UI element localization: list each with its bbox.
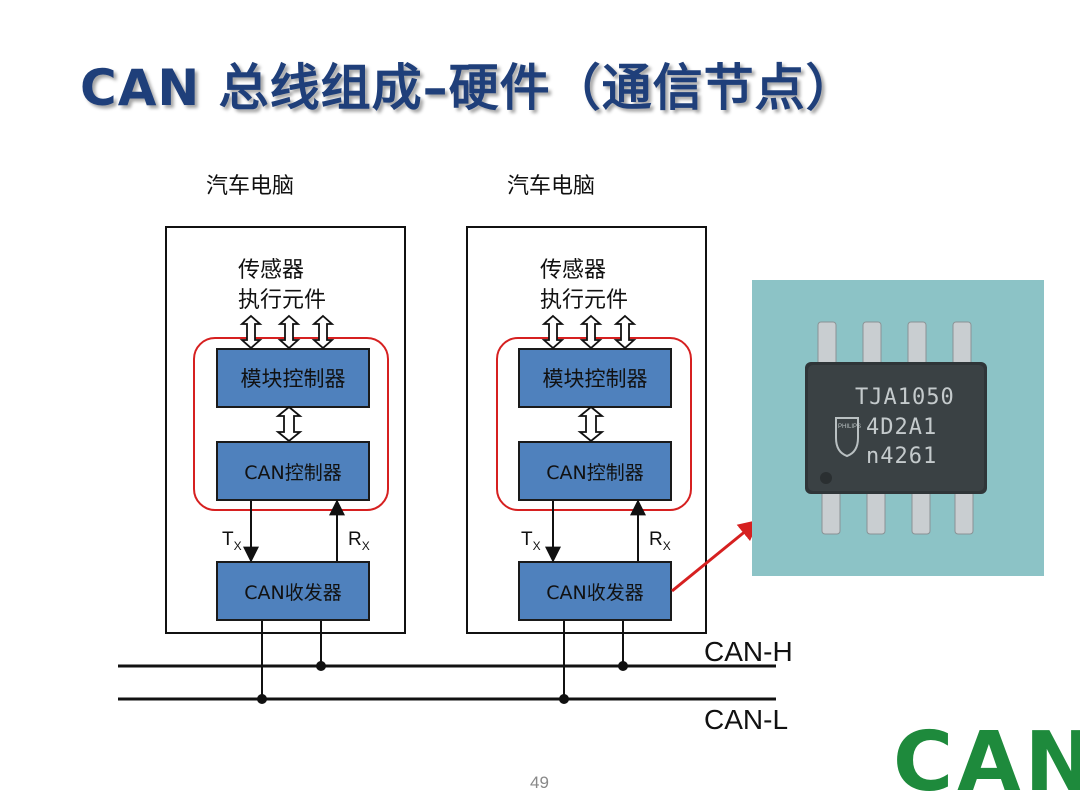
can-controller-label-2: CAN控制器 <box>546 461 644 484</box>
slide-title: CAN 总线组成–硬件（通信节点） <box>80 59 857 117</box>
sensors-label-1: 传感器 <box>238 258 305 283</box>
chip-photo: PHILIPS TJA1050 4D2A1 n4261 <box>752 280 1044 576</box>
module-can-arrow-2 <box>577 405 605 443</box>
rx-label-1: RX <box>348 529 370 553</box>
io-arrows-2 <box>541 314 637 350</box>
can-logo: CAN <box>893 715 1080 810</box>
can-transceiver-block-2: CAN收发器 <box>518 561 672 621</box>
can-controller-block-1: CAN控制器 <box>216 441 370 501</box>
can-controller-label-1: CAN控制器 <box>244 461 342 484</box>
ecu-label-2: 汽车电脑 <box>507 174 596 199</box>
can-transceiver-label-2: CAN收发器 <box>546 581 644 604</box>
actuators-label-2: 执行元件 <box>540 288 629 313</box>
io-arrows-1 <box>239 314 335 350</box>
module-controller-block-2: 模块控制器 <box>518 348 672 408</box>
sensors-label-2: 传感器 <box>540 258 607 283</box>
bus-taps <box>257 621 628 704</box>
actuators-label-1: 执行元件 <box>238 288 327 313</box>
chip-marking-line-3: n4261 <box>866 444 937 469</box>
can-transceiver-block-1: CAN收发器 <box>216 561 370 621</box>
module-controller-label-2: 模块控制器 <box>542 367 648 391</box>
rx-label-2: RX <box>649 529 671 553</box>
can-transceiver-label-1: CAN收发器 <box>244 581 342 604</box>
page-number: 49 <box>530 773 549 792</box>
chip-marking-line-2: 4D2A1 <box>866 415 937 440</box>
can-controller-block-2: CAN控制器 <box>518 441 672 501</box>
tx-label-2: TX <box>521 529 541 553</box>
can-low-label: CAN-L <box>704 704 789 735</box>
module-controller-block-1: 模块控制器 <box>216 348 370 408</box>
chip-marking-line-1: TJA1050 <box>855 385 955 410</box>
can-high-label: CAN-H <box>704 636 793 667</box>
module-can-arrow-1 <box>275 405 303 443</box>
module-controller-label-1: 模块控制器 <box>240 367 346 391</box>
tx-label-1: TX <box>222 529 242 553</box>
ecu-label-1: 汽车电脑 <box>206 174 295 199</box>
chip-brand-mark: PHILIPS <box>838 424 861 430</box>
chip-pointer-arrow <box>671 519 760 593</box>
